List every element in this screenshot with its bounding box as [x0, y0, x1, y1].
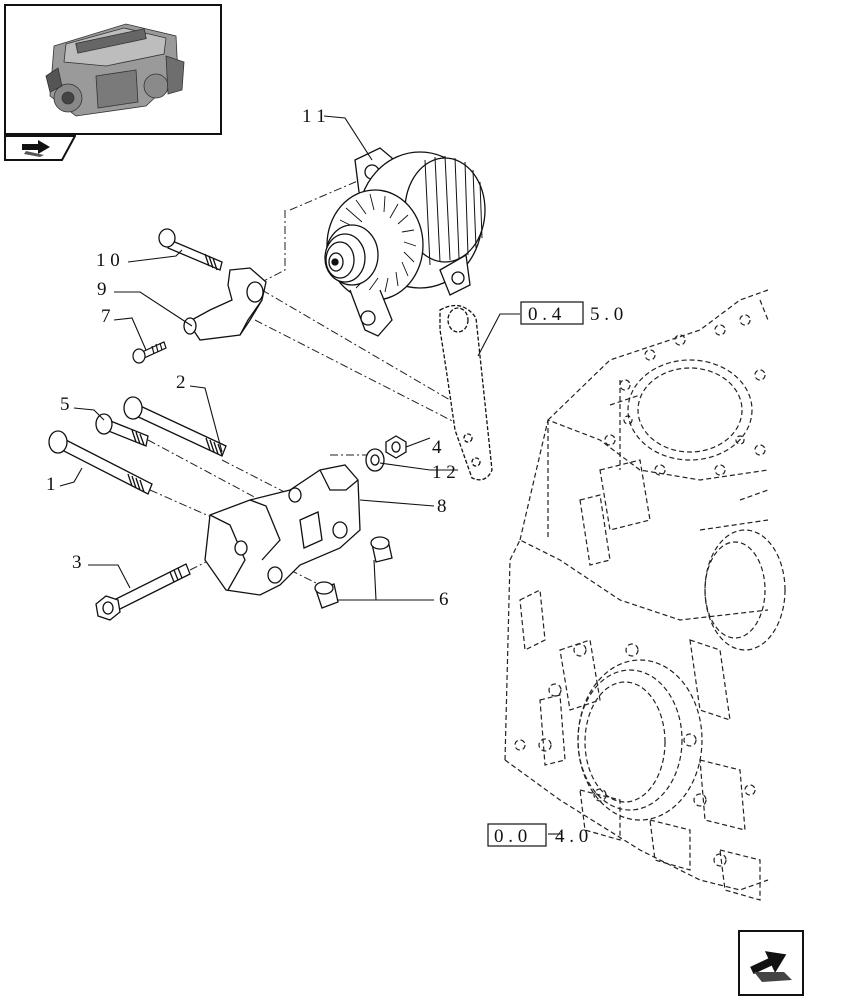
washer-item-12[interactable] [365, 448, 385, 472]
callout-5: 5 [60, 394, 70, 415]
ref-b-boxed: 0 . 0 [494, 826, 527, 847]
prev-page-button[interactable] [4, 135, 77, 161]
bushing-item-6[interactable] [314, 536, 393, 609]
bolt-item-7[interactable] [132, 341, 167, 364]
callout-10: 1 0 [96, 250, 120, 271]
engine-block [504, 289, 786, 901]
callout-leaders [59, 115, 562, 835]
nut-item-4[interactable] [385, 435, 407, 459]
ref-a-rest: 5 . 0 [590, 304, 623, 325]
callout-6: 6 [439, 589, 449, 610]
callout-3: 3 [72, 552, 82, 573]
bolt-item-3[interactable] [95, 563, 191, 621]
section-reference-b[interactable]: 0 . 0 4 . 0 [487, 823, 588, 847]
ref-a-boxed: 0 . 4 [528, 304, 562, 325]
bolt-item-1[interactable] [48, 430, 153, 495]
ref-b-rest: 4 . 0 [555, 826, 588, 847]
bolt-item-2[interactable] [123, 396, 227, 457]
callout-7: 7 [101, 306, 111, 327]
engine-thumbnail[interactable] [4, 4, 222, 135]
callout-4: 4 [432, 437, 442, 458]
adjusting-link[interactable] [439, 304, 493, 481]
next-page-button[interactable] [738, 930, 804, 996]
support-bracket-item-8[interactable] [204, 464, 361, 596]
callout-11: 1 1 [302, 106, 326, 127]
callout-1: 1 [46, 474, 56, 495]
callout-9: 9 [97, 279, 107, 300]
next-page-icon [750, 951, 792, 982]
callout-12: 1 2 [432, 462, 456, 483]
section-reference-a[interactable]: 0 . 4 5 . 0 [520, 301, 623, 325]
bolt-item-10[interactable] [158, 228, 223, 271]
bolt-item-5[interactable] [95, 413, 149, 447]
callout-numbers: 1 1 1 0 9 7 2 5 1 3 4 1 2 8 6 [46, 106, 456, 610]
prev-page-icon [22, 140, 50, 157]
callout-2: 2 [176, 372, 186, 393]
callout-8: 8 [437, 496, 447, 517]
alternator[interactable] [324, 147, 486, 337]
engine-overview-icon [45, 23, 185, 117]
bracket-item-9[interactable] [183, 267, 267, 341]
